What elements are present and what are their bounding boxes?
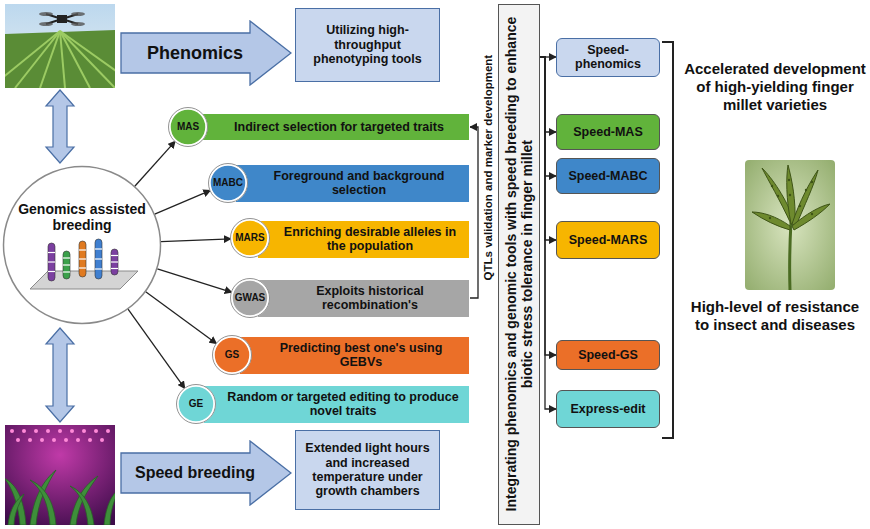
node-text: Speed-MABC <box>568 169 647 183</box>
node-text: GE <box>189 398 203 410</box>
node-text: Indirect selection for targeted traits <box>234 120 444 134</box>
outcome-text: Accelerated development of high-yielding… <box>684 60 866 114</box>
node-text: Exploits historical recombination's <box>276 284 464 313</box>
node-text: Genomics assisted breeding <box>16 201 148 233</box>
connector-arrow <box>155 190 211 214</box>
speed-box: Speed-GS <box>556 340 660 370</box>
method-circle: MAS <box>168 107 208 147</box>
node-text: Foreground and background selection <box>254 169 464 198</box>
node-text: Speed-phenomics <box>562 43 654 72</box>
connector-arrow <box>540 57 556 176</box>
speed-box: Speed-MARS <box>556 221 660 259</box>
method-circle: MARS <box>230 218 270 258</box>
connector-arrow <box>540 57 556 132</box>
method-bar: Indirect selection for targeted traits <box>195 113 470 141</box>
outcome-text: High-level of resistance to insect and d… <box>684 298 866 334</box>
connector-arrow <box>540 57 556 355</box>
node-text: Random or targeted editing to produce no… <box>222 390 464 419</box>
connector-arrow <box>135 141 176 186</box>
connector-arrow <box>128 309 185 388</box>
node-text: GWAS <box>235 292 266 304</box>
speed-box: Speed-MABC <box>556 158 660 194</box>
connector-arrow <box>146 292 217 344</box>
node-text: Speed-MARS <box>569 233 647 247</box>
method-bar: Predicting best one's using GEBVs <box>239 336 470 375</box>
method-bar: Foreground and background selection <box>235 164 470 203</box>
method-circle: MABC <box>208 163 248 203</box>
drone-field-photo <box>5 4 115 88</box>
finger-millet-photo <box>745 160 835 290</box>
description-box: Extended light hours and increased tempe… <box>295 430 440 510</box>
connector-arrow <box>161 239 231 242</box>
phenomics-arrow: Phenomics <box>120 20 292 86</box>
node-text: Speed-MAS <box>573 125 642 139</box>
speed-box: Speed-MAS <box>556 114 660 150</box>
speed-box: Speed-phenomics <box>556 38 660 77</box>
connector-arrow <box>157 269 232 293</box>
description-box: Utilizing high-throughput phenotyping to… <box>295 8 440 82</box>
node-text: Speed breeding <box>135 464 255 482</box>
node-text: Express-edit <box>570 402 645 416</box>
method-circle: GWAS <box>230 278 270 318</box>
genomics-shape <box>2 165 162 325</box>
node-text: Phenomics <box>147 43 243 64</box>
connector-arrow <box>540 57 556 409</box>
node-text: MARS <box>235 232 264 244</box>
edge-label: QTLs validation and marker development <box>482 53 495 283</box>
method-bar: Random or targeted editing to produce no… <box>203 385 470 424</box>
node-text: Integrating phenomics and genomic tools … <box>503 12 535 517</box>
growth-chamber-photo <box>5 425 115 525</box>
method-bar: Enriching desirable alleles in the popul… <box>257 220 470 259</box>
method-circle: GE <box>176 384 216 424</box>
node-text: MABC <box>213 177 243 189</box>
node-text: Utilizing high-throughput phenotyping to… <box>301 23 434 66</box>
node-text: Predicting best one's using GEBVs <box>258 341 464 370</box>
speed-breeding-arrow: Speed breeding <box>120 440 292 506</box>
node-text: Speed-GS <box>578 348 638 362</box>
node-text: Enriching desirable alleles in the popul… <box>276 225 464 254</box>
node-text: MAS <box>177 121 199 133</box>
node-text: Extended light hours and increased tempe… <box>301 441 434 499</box>
double-arrow <box>46 90 74 163</box>
node-text: GS <box>225 349 239 361</box>
double-arrow <box>46 328 74 422</box>
connector-arrow <box>540 57 556 240</box>
integration-band: Integrating phenomics and genomic tools … <box>498 4 540 525</box>
method-bar: Exploits historical recombination's <box>257 279 470 318</box>
genomics-circle: Genomics assisted breeding <box>2 165 162 325</box>
speed-box: Express-edit <box>556 390 660 428</box>
bracket <box>662 42 673 438</box>
connector-arrow <box>470 127 478 298</box>
method-circle: GS <box>212 335 252 375</box>
